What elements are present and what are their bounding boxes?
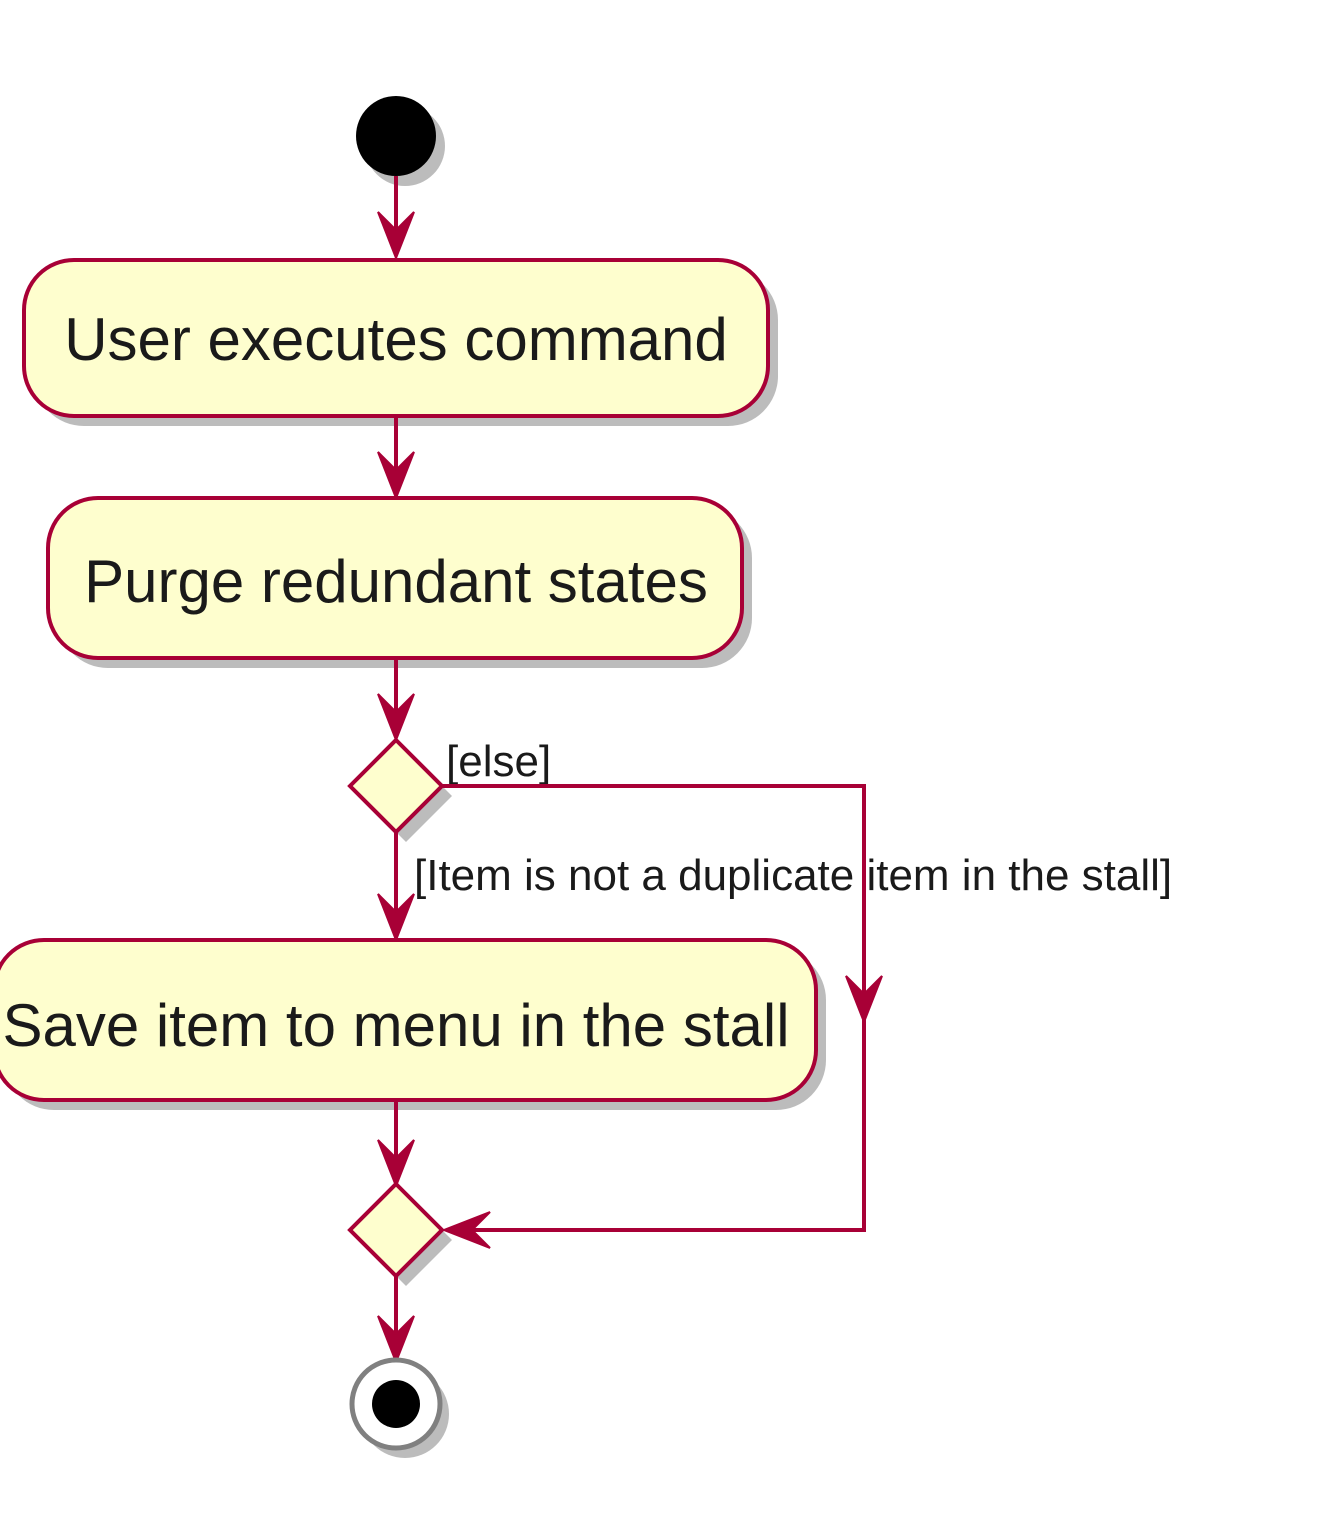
guard-not-duplicate-label: [Item is not a duplicate item in the sta… xyxy=(414,851,1172,900)
edge-start-to-execute xyxy=(377,176,415,261)
end-node xyxy=(349,1357,449,1458)
edge-execute-to-purge xyxy=(377,416,415,501)
edge-decision-to-save xyxy=(377,832,415,943)
guard-else-label: [else] xyxy=(446,737,551,786)
edge-purge-to-decision xyxy=(377,658,415,743)
edge-merge-to-end xyxy=(377,1276,415,1365)
edge-decision-else-to-merge xyxy=(441,784,883,1249)
start-node xyxy=(356,96,445,186)
action-label-execute: User executes command xyxy=(64,306,728,373)
action-save-item: Save item to menu in the stall xyxy=(0,938,826,1110)
edge-save-to-merge xyxy=(377,1100,415,1189)
action-label-purge: Purge redundant states xyxy=(84,548,708,615)
action-purge-redundant-states: Purge redundant states xyxy=(46,496,752,668)
decision-node xyxy=(347,737,452,842)
action-label-save: Save item to menu in the stall xyxy=(2,992,789,1059)
action-user-executes-command: User executes command xyxy=(22,258,778,426)
merge-node xyxy=(347,1181,452,1286)
